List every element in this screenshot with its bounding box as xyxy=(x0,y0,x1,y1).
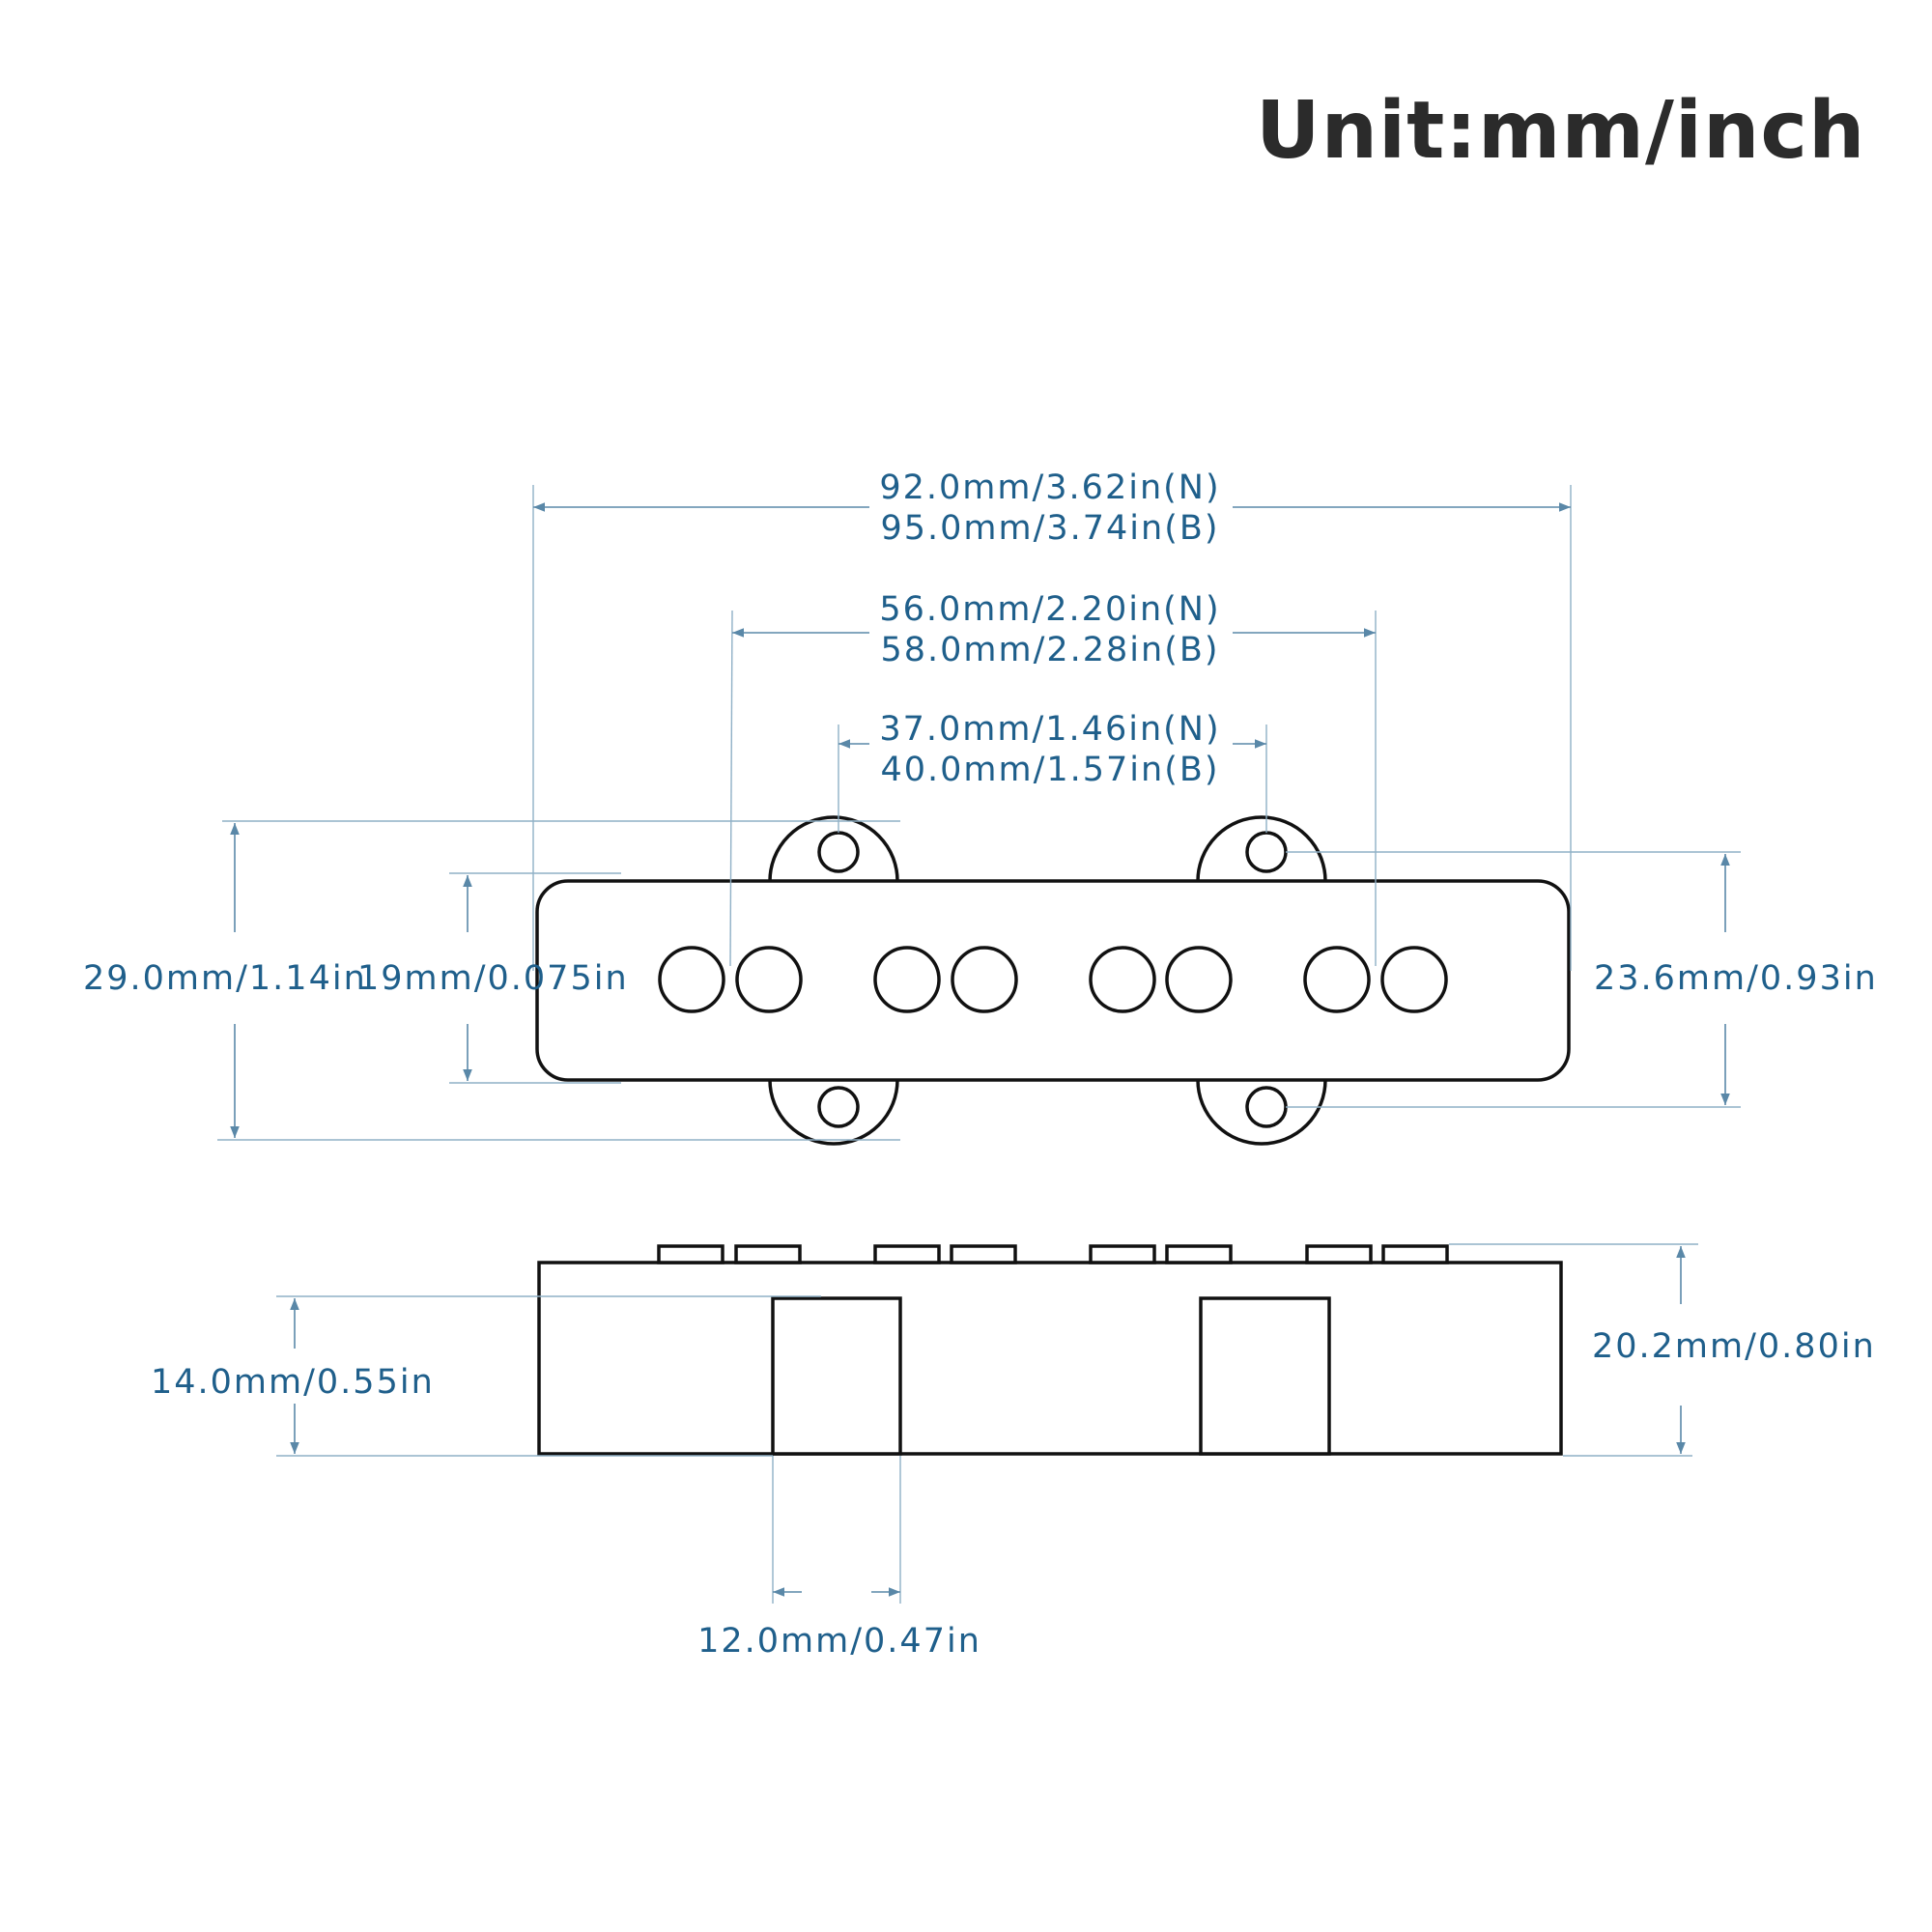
pole-top xyxy=(950,1244,1017,1264)
overall-width-dimension: 29.0mm/1.14in xyxy=(83,820,900,1141)
pole-top xyxy=(734,1244,802,1264)
pole-piece xyxy=(1380,946,1448,1013)
pole-top xyxy=(1089,1244,1156,1264)
pole-piece xyxy=(1165,946,1233,1013)
mount-hole-top-right xyxy=(1245,831,1288,873)
side-view xyxy=(537,1244,1563,1456)
pole-top xyxy=(1305,1244,1373,1264)
top-view xyxy=(535,815,1571,1146)
mount-hole-bottom-left xyxy=(817,1086,860,1128)
pole-piece xyxy=(1303,946,1371,1013)
pickup-body-top xyxy=(535,879,1571,1082)
overall-length-dimension: 92.0mm/3.62in(N) 95.0mm/3.74in(B) xyxy=(532,469,1572,971)
pole-span-dimension: 56.0mm/2.20in(N) 58.0mm/2.28in(B) xyxy=(729,590,1377,967)
tab-height-label: 14.0mm/0.55in xyxy=(151,1363,435,1402)
mount-hole-spacing-dimension: 37.0mm/1.46in(N) 40.0mm/1.57in(B) xyxy=(838,710,1267,833)
mount-hole-bottom-right xyxy=(1245,1086,1288,1128)
body-width-label: 19mm/0.075in xyxy=(357,959,629,998)
unit-title: Unit:mm/inch xyxy=(1256,85,1866,177)
pole-top xyxy=(873,1244,941,1264)
pole-piece xyxy=(658,946,725,1013)
mount-hole-spacing-label-b: 40.0mm/1.57in(B) xyxy=(880,751,1219,789)
total-height-dimension: 20.2mm/0.80in xyxy=(1449,1243,1876,1457)
hole-to-hole-width-dimension: 23.6mm/0.93in xyxy=(1286,851,1878,1108)
tab-width-dimension: 12.0mm/0.47in xyxy=(697,1456,981,1661)
mount-tab-left xyxy=(771,1296,902,1456)
overall-length-label-b: 95.0mm/3.74in(B) xyxy=(880,509,1219,548)
pole-piece xyxy=(735,946,803,1013)
pole-span-label-n: 56.0mm/2.20in(N) xyxy=(879,590,1220,629)
pole-piece xyxy=(873,946,941,1013)
pole-piece xyxy=(1089,946,1156,1013)
pole-top xyxy=(1381,1244,1449,1264)
body-width-dimension: 19mm/0.075in xyxy=(357,872,629,1084)
overall-length-label-n: 92.0mm/3.62in(N) xyxy=(879,469,1220,507)
mount-hole-spacing-label-n: 37.0mm/1.46in(N) xyxy=(879,710,1220,749)
pickup-body-side xyxy=(537,1261,1563,1456)
pole-piece xyxy=(951,946,1018,1013)
overall-width-label: 29.0mm/1.14in xyxy=(83,959,367,998)
tab-width-label: 12.0mm/0.47in xyxy=(697,1622,981,1661)
pole-span-label-b: 58.0mm/2.28in(B) xyxy=(880,631,1219,669)
mount-tab-right xyxy=(1199,1296,1331,1456)
mount-hole-top-left xyxy=(817,831,860,873)
tab-height-dimension: 14.0mm/0.55in xyxy=(151,1295,821,1457)
pole-top xyxy=(1165,1244,1233,1264)
hole-to-hole-width-label: 23.6mm/0.93in xyxy=(1594,959,1878,998)
total-height-label: 20.2mm/0.80in xyxy=(1592,1327,1876,1366)
pole-top xyxy=(657,1244,724,1264)
